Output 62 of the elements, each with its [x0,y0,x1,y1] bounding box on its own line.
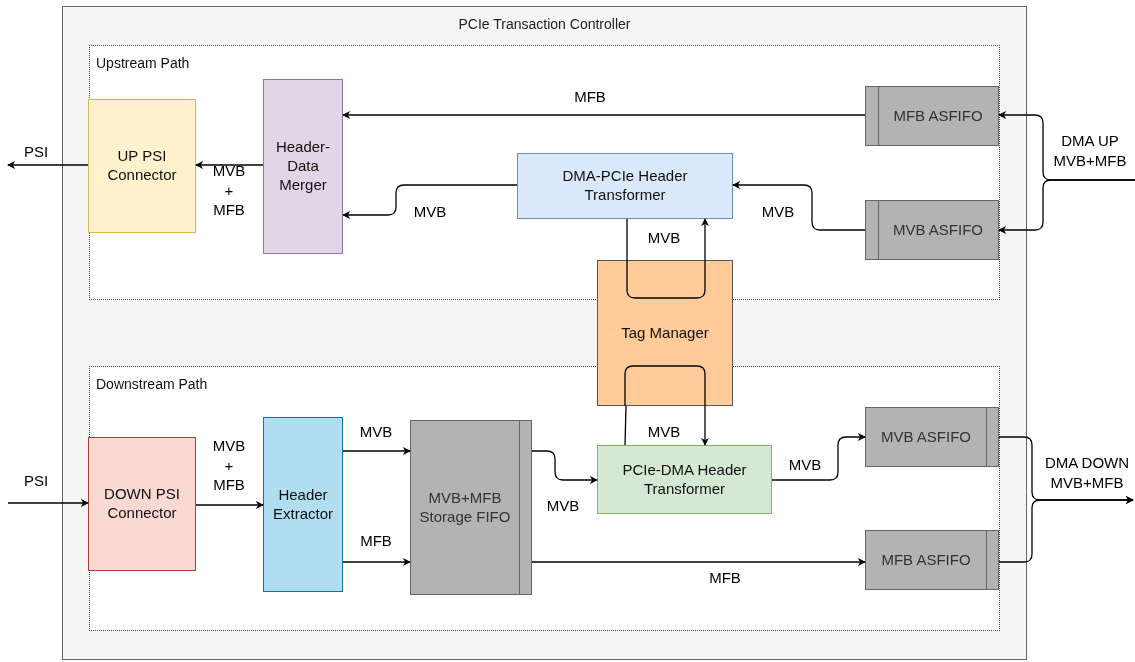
block-label: DOWN PSI Connector [103,485,181,523]
arrow [7,161,89,169]
fifo-label: MVB+MFB Storage FIFO [418,488,512,527]
edge-label: MVB [413,202,447,222]
region-title: Downstream Path [96,376,208,392]
edge-label: PSI [23,471,49,491]
edge-label: PSI [23,142,49,162]
arrow [342,558,411,566]
block-label: Header Extractor [272,485,334,524]
arrow [701,405,709,446]
arrow [732,181,866,231]
fifo-box [410,420,532,595]
block-box [597,445,772,514]
arrow [342,447,411,455]
arrow [195,501,264,509]
block-label: Header-Data Merger [274,138,332,195]
arrow [771,433,866,481]
block-label: Tag Manager [621,323,709,343]
fifo-box [865,407,999,467]
arrow [998,496,1134,563]
block-label: UP PSI Connector [106,147,178,185]
tag-manager-box [597,260,733,406]
fifo-box [865,200,999,260]
block-box [517,153,733,219]
frame-title: PCIe Transaction Controller [458,16,631,33]
arrow [195,161,264,169]
fifo-label: MFB ASFIFO [881,550,971,570]
block-box [88,99,196,233]
edge-label: MVB [546,496,580,516]
fifo-label: MVB ASFIFO [893,220,983,240]
block-box [88,437,196,571]
edge-label: MFB [574,87,606,107]
arrow [998,179,1135,234]
edge-label: DMA DOWN MVB+MFB [1043,452,1131,492]
dotted-region [89,45,1000,300]
block-label: PCIe-DMA Header Transformer [621,460,748,499]
fifo-label: MFB ASFIFO [893,106,983,126]
dotted-region [89,366,1000,631]
fifo-box [865,86,999,146]
edge-label: MVB [788,455,822,475]
arrow [531,450,598,484]
edge-label: DMA UP MVB+MFB [1052,130,1128,170]
edge-label: MVB + MFB [212,160,246,220]
controller-frame [62,6,1027,660]
arrow [531,558,866,566]
edge-label: MVB + MFB [212,435,246,495]
block-label: DMA-PCIe Header Transformer [561,167,689,205]
arrow [701,218,709,261]
edge-label: MFB [709,568,741,588]
arrow [7,499,89,507]
edge-label: MFB [360,531,392,551]
arrow [342,111,866,119]
fifo-label: MVB ASFIFO [881,427,971,447]
arrow [342,184,518,219]
block-box [263,417,343,592]
region-title: Upstream Path [96,55,190,71]
edge-label: MVB [647,422,681,442]
block-box [263,79,343,254]
edge-label: MVB [647,228,681,248]
edge-label: MVB [359,422,393,442]
edge-label: MVB [761,202,795,222]
fifo-box [865,530,999,590]
